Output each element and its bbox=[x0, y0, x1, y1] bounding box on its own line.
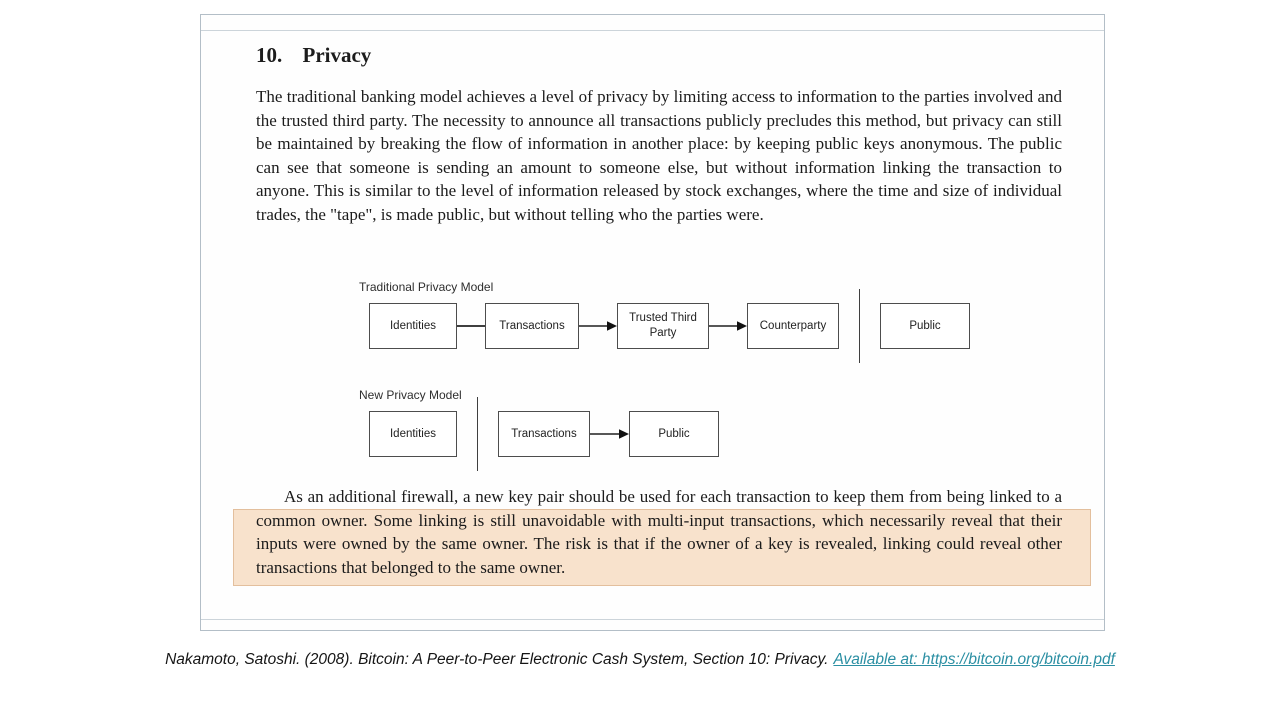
divider-line bbox=[859, 289, 860, 363]
citation-line: Nakamoto, Satoshi. (2008). Bitcoin: A Pe… bbox=[0, 651, 1280, 669]
diagram-box-trusted-third-party: Trusted Third Party bbox=[617, 303, 709, 349]
section-name: Privacy bbox=[302, 43, 372, 67]
arrow-right-icon bbox=[590, 429, 629, 439]
page-bottom-rule bbox=[201, 619, 1104, 620]
diagram-traditional: Identities Transactions Trusted Third Pa… bbox=[369, 288, 970, 364]
citation-text: Nakamoto, Satoshi. (2008). Bitcoin: A Pe… bbox=[165, 651, 829, 668]
diagram-traditional-label: Traditional Privacy Model bbox=[359, 280, 494, 294]
paragraph-2: As an additional firewall, a new key pai… bbox=[256, 487, 1062, 577]
diagram-new-label: New Privacy Model bbox=[359, 388, 462, 402]
paper-page: 10. Privacy The traditional banking mode… bbox=[200, 14, 1105, 631]
diagram-box-counterparty: Counterparty bbox=[747, 303, 839, 349]
paragraph-1: The traditional banking model achieves a… bbox=[256, 87, 1062, 224]
citation-link[interactable]: Available at: https://bitcoin.org/bitcoi… bbox=[833, 651, 1115, 668]
section-title: 10. Privacy bbox=[256, 43, 371, 68]
diagram-box-identities: Identities bbox=[369, 303, 457, 349]
diagram-box-transactions: Transactions bbox=[485, 303, 579, 349]
diagram-box-public: Public bbox=[629, 411, 719, 457]
section-number: 10. bbox=[256, 43, 283, 67]
arrow-right-icon bbox=[579, 321, 617, 331]
divider-line bbox=[477, 397, 478, 471]
connector-line bbox=[457, 325, 485, 327]
paragraph-2-container: As an additional firewall, a new key pai… bbox=[233, 485, 1091, 587]
highlight-annotation bbox=[233, 509, 1091, 587]
diagram-box-public: Public bbox=[880, 303, 970, 349]
arrow-right-icon bbox=[709, 321, 747, 331]
diagram-box-identities: Identities bbox=[369, 411, 457, 457]
page-top-rule bbox=[201, 30, 1104, 31]
diagram-new: Identities Transactions Public bbox=[369, 396, 719, 472]
diagram-box-transactions: Transactions bbox=[498, 411, 590, 457]
